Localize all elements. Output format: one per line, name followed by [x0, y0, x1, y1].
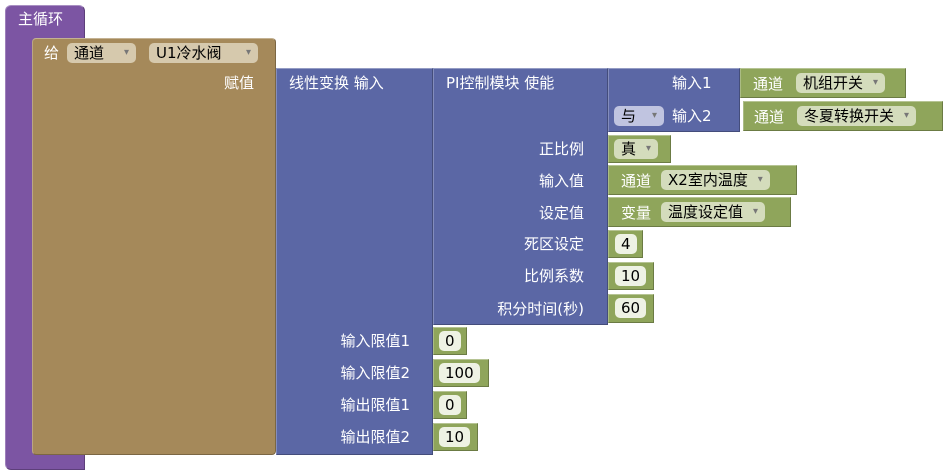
channel-label: 通道 — [754, 108, 785, 126]
assign-target-dropdown[interactable]: U1冷水阀 — [149, 43, 258, 63]
linear-in-min-label: 输入限值1 — [340, 332, 410, 350]
channel-dropdown[interactable]: 机组开关 — [796, 73, 886, 93]
number-block[interactable]: 60 — [608, 294, 654, 323]
number-field[interactable]: 0 — [439, 331, 461, 351]
channel-block[interactable]: 通道机组开关 — [740, 68, 906, 98]
assign-type-dropdown[interactable]: 通道 — [67, 43, 136, 63]
variable-label: 变量 — [621, 204, 652, 222]
channel-label: 通道 — [621, 172, 652, 190]
channel-dropdown[interactable]: X2室内温度 — [661, 170, 770, 190]
main-loop-label: 主循环 — [18, 10, 64, 28]
pi-control-block[interactable] — [433, 68, 608, 325]
pi-setpoint-label: 设定值 — [538, 204, 584, 222]
pi-input-label: 输入值 — [538, 172, 584, 190]
number-block[interactable]: 0 — [433, 391, 467, 419]
linear-transform-block[interactable] — [276, 68, 433, 455]
pi-proportional-label: 正比例 — [538, 140, 584, 158]
number-field[interactable]: 10 — [615, 266, 647, 286]
pi-gain-label: 比例系数 — [523, 267, 584, 285]
channel-block[interactable]: 通道 X2室内温度 — [608, 165, 797, 195]
linear-out-min-label: 输出限值1 — [340, 396, 410, 414]
boolean-dropdown[interactable]: 真 — [614, 139, 659, 159]
number-block[interactable]: 100 — [433, 359, 489, 387]
linear-label: 线性变换 输入 — [289, 74, 384, 92]
pi-label: PI控制模块 使能 — [446, 74, 555, 92]
pi-integral-label: 积分时间(秒) — [497, 300, 584, 318]
number-block[interactable]: 4 — [608, 230, 643, 258]
number-block[interactable]: 0 — [433, 327, 467, 355]
variable-dropdown[interactable]: 温度设定值 — [661, 202, 766, 222]
channel-block[interactable]: 通道冬夏转换开关 — [743, 101, 943, 131]
boolean-block[interactable]: 真 — [608, 135, 671, 163]
channel-dropdown[interactable]: 冬夏转换开关 — [797, 106, 917, 126]
linear-out-max-label: 输出限值2 — [340, 428, 410, 446]
assign-value-label: 赋值 — [223, 74, 254, 92]
number-field[interactable]: 100 — [439, 363, 480, 383]
number-field[interactable]: 10 — [439, 427, 471, 447]
number-field[interactable]: 4 — [615, 234, 637, 254]
logic-input1-label: 输入1 — [672, 74, 712, 92]
assign-label: 给 — [44, 44, 60, 62]
variable-block[interactable]: 变量温度设定值 — [608, 197, 791, 227]
number-field[interactable]: 0 — [439, 395, 461, 415]
number-field[interactable]: 60 — [615, 298, 647, 318]
assign-block[interactable] — [32, 38, 276, 455]
logic-op-dropdown[interactable]: 与 — [614, 106, 664, 126]
logic-input2-label: 输入2 — [672, 107, 712, 125]
number-block[interactable]: 10 — [608, 262, 654, 290]
channel-label: 通道 — [753, 75, 784, 93]
pi-deadband-label: 死区设定 — [523, 235, 584, 253]
linear-in-max-label: 输入限值2 — [340, 364, 410, 382]
number-block[interactable]: 10 — [433, 423, 478, 451]
